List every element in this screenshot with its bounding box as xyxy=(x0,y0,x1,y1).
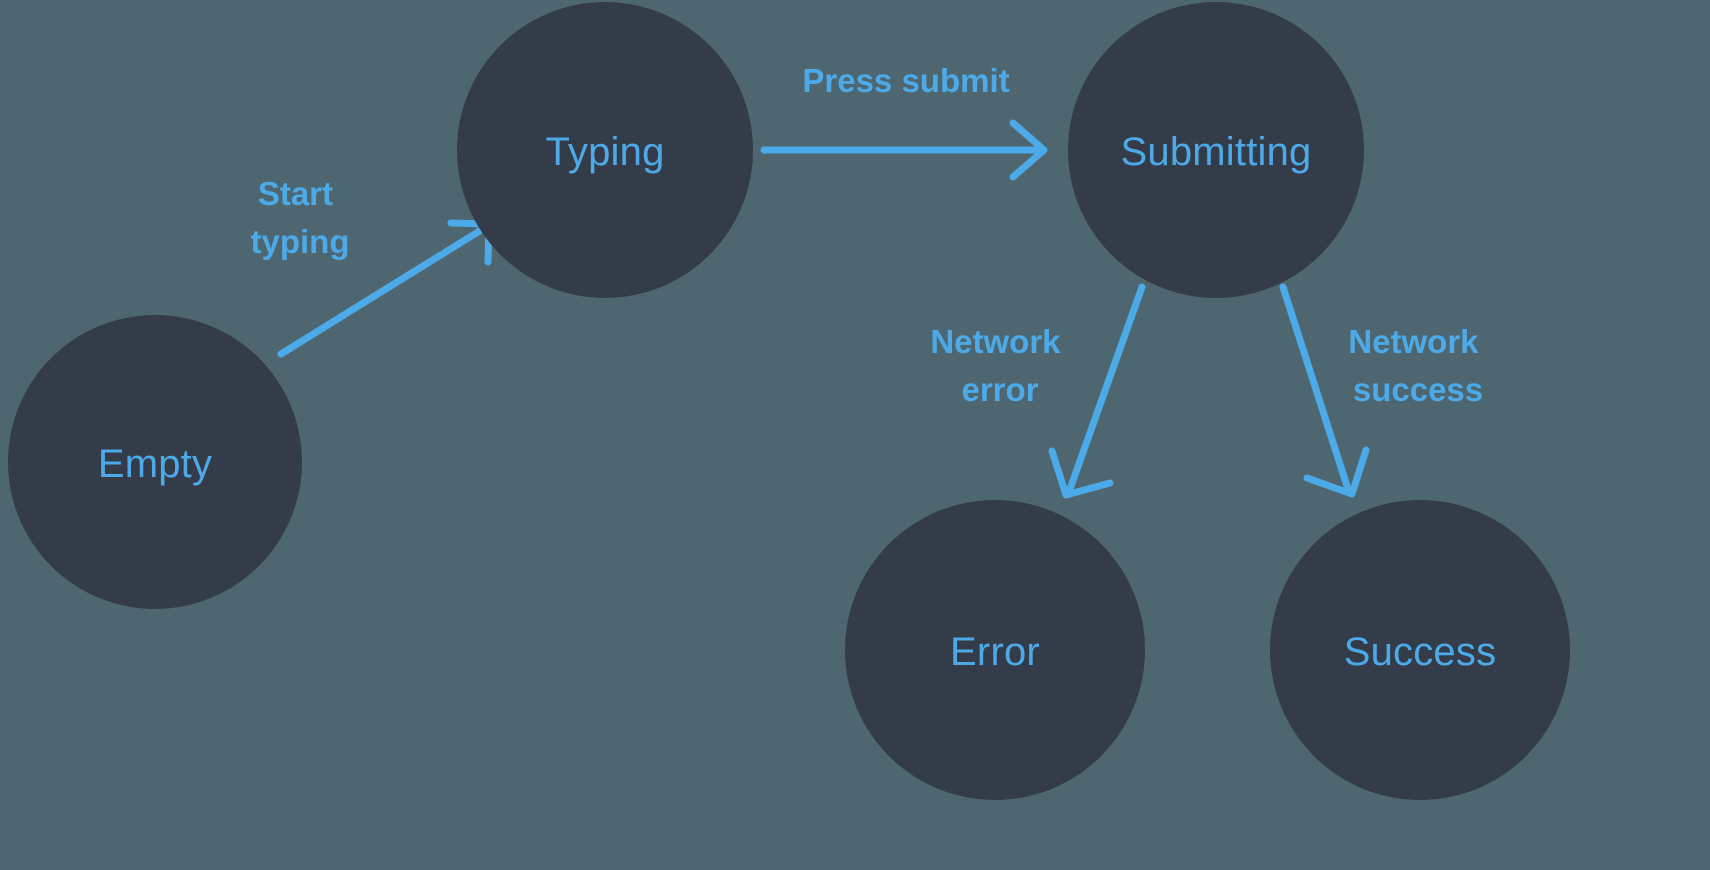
state-node-shape xyxy=(1270,500,1570,800)
transition-press-submit[interactable]: Press submit xyxy=(760,62,1048,181)
transition-start-typing[interactable]: Start typing xyxy=(251,175,493,358)
state-node-typing[interactable]: Typing xyxy=(457,2,753,298)
transition-label-line: Network xyxy=(930,323,1061,360)
state-node-label-empty: Empty xyxy=(98,442,212,486)
transition-label-line: success xyxy=(1353,371,1483,408)
transition-label-network-success: Network success xyxy=(1348,323,1487,408)
arrow-head-icon xyxy=(1009,119,1048,181)
transition-line xyxy=(1279,283,1352,493)
state-node-shape xyxy=(845,500,1145,800)
transition-label-line: typing xyxy=(251,223,350,260)
transition-label-press-submit: Press submit xyxy=(802,62,1009,99)
transition-label-network-error: Network error xyxy=(930,323,1069,408)
state-node-label-typing: Typing xyxy=(545,130,664,174)
transition-network-success[interactable]: Network success xyxy=(1279,283,1488,498)
arrow-head-icon xyxy=(1048,447,1114,499)
state-node-label-error: Error xyxy=(950,630,1040,674)
transition-line xyxy=(1066,283,1146,493)
transition-label-line: Network xyxy=(1348,323,1479,360)
transition-network-error[interactable]: Network error xyxy=(930,283,1146,499)
state-node-label-submitting: Submitting xyxy=(1121,130,1312,174)
transition-label-start-typing: Start typing xyxy=(251,175,350,260)
state-node-shape xyxy=(457,2,753,298)
arrow-head-icon xyxy=(1303,446,1370,498)
state-node-shape xyxy=(8,315,302,609)
state-node-empty[interactable]: Empty xyxy=(8,315,302,609)
state-node-shape xyxy=(1068,2,1364,298)
transition-label-line: Start xyxy=(258,175,333,212)
state-node-submitting[interactable]: Submitting xyxy=(1068,2,1364,298)
transition-line xyxy=(277,223,490,358)
state-node-label-success: Success xyxy=(1344,630,1497,674)
state-node-error[interactable]: Error xyxy=(845,500,1145,800)
transition-label-line: error xyxy=(961,371,1038,408)
transition-label-line: Press submit xyxy=(802,62,1009,99)
state-node-success[interactable]: Success xyxy=(1270,500,1570,800)
